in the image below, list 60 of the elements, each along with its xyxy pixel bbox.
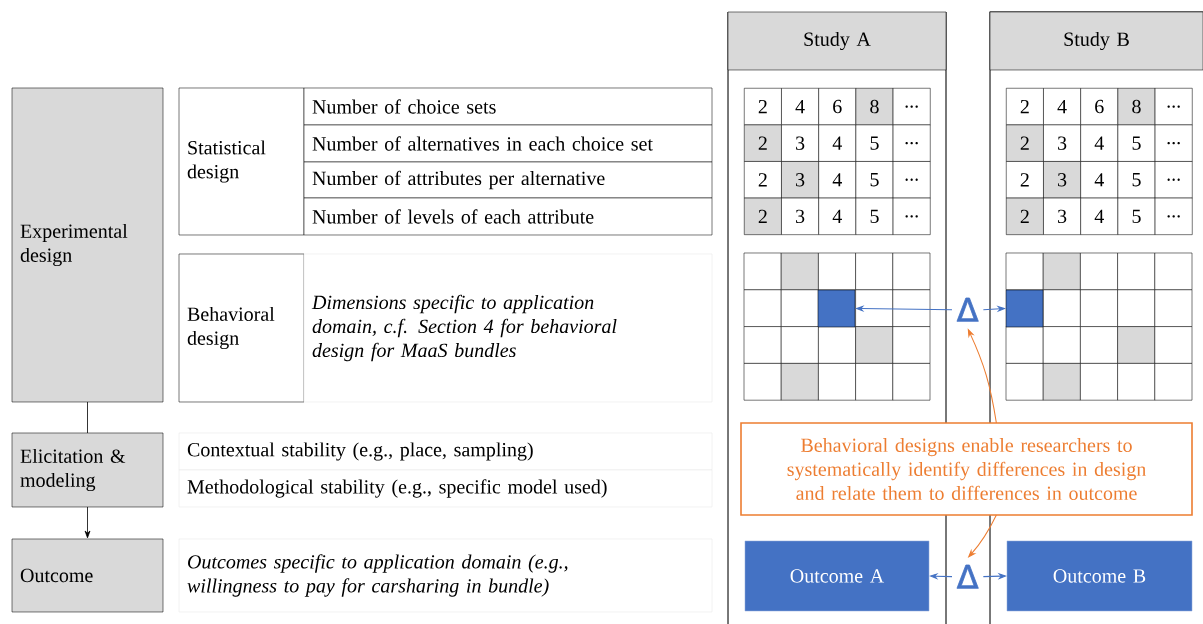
table-cell: 5 <box>855 161 894 199</box>
table-cell: ... <box>892 88 931 126</box>
table-cell: 2 <box>1006 88 1044 126</box>
table-cell: 5 <box>1117 161 1156 199</box>
table-cell: 2 <box>1006 197 1044 235</box>
callout-box: Behavioral designs enable researchers to systematically identify differences in design and relate them to differences in outcome <box>740 422 1193 516</box>
table-cell: 4 <box>818 161 857 199</box>
table-cell: 4 <box>818 197 857 235</box>
table-cell: ... <box>1154 161 1193 199</box>
table-cell: ... <box>1154 197 1193 235</box>
table-cell: 3 <box>1043 197 1081 235</box>
table-cell: Contextual stability (e.g., place, sampling) <box>178 432 713 471</box>
table-cell: 6 <box>1080 88 1119 126</box>
study-header: Study B <box>989 11 1203 71</box>
table-cell: Statistical design <box>178 87 305 236</box>
table-cell: 8 <box>1117 88 1156 126</box>
outcome-box: Outcome A <box>744 540 930 612</box>
table-cell: 2 <box>744 88 782 126</box>
table-cell: 3 <box>781 197 819 235</box>
table-cell: Number of attributes per alternative <box>303 161 713 199</box>
grid-cell <box>1005 289 1044 328</box>
grid-cell <box>817 289 856 328</box>
study-header: Study A <box>727 11 947 71</box>
table-cell: Number of alternatives in each choice set <box>303 124 713 163</box>
table-cell: 5 <box>855 197 894 235</box>
table-cell: 5 <box>1117 197 1156 235</box>
table-cell: ... <box>892 161 931 199</box>
table-cell: 2 <box>744 124 782 162</box>
table-cell: 4 <box>781 88 819 126</box>
table-cell: 2 <box>1006 161 1044 199</box>
table-cell: 3 <box>1043 124 1081 162</box>
table-cell: Outcomes specific to application domain (e.g., willingness to pay for carsharing in bundle) <box>178 538 713 613</box>
table-cell: Number of levels of each attribute <box>303 197 713 236</box>
table-cell: 2 <box>744 197 782 235</box>
table-cell: Methodological stability (e.g., specific model used) <box>178 469 713 508</box>
table-cell: 3 <box>781 124 819 162</box>
table-cell: Number of choice sets <box>303 87 713 126</box>
table-cell: 4 <box>818 124 857 162</box>
table-cell: 3 <box>1043 161 1081 199</box>
table-cell: ... <box>1154 88 1193 126</box>
table-cell: 2 <box>744 161 782 199</box>
table-cell: ... <box>1154 124 1193 162</box>
table-cell: 5 <box>855 124 894 162</box>
stage-box: Elicitation & modeling <box>11 432 164 508</box>
table-cell: 2 <box>1006 124 1044 162</box>
outcome-box: Outcome B <box>1006 540 1193 612</box>
table-cell: 3 <box>781 161 819 199</box>
stage-box: Experimental design <box>11 87 164 403</box>
table-cell: 4 <box>1080 197 1119 235</box>
table-cell: 4 <box>1080 124 1119 162</box>
table-cell: 6 <box>818 88 857 126</box>
table-cell: Behavioral design <box>178 253 305 403</box>
table-cell: 8 <box>855 88 894 126</box>
table-cell: ... <box>892 197 931 235</box>
arrow <box>84 506 91 539</box>
stage-box: Outcome <box>11 538 164 613</box>
table-cell: ... <box>892 124 931 162</box>
table-cell: 5 <box>1117 124 1156 162</box>
table-cell: 4 <box>1043 88 1081 126</box>
table-cell: 4 <box>1080 161 1119 199</box>
